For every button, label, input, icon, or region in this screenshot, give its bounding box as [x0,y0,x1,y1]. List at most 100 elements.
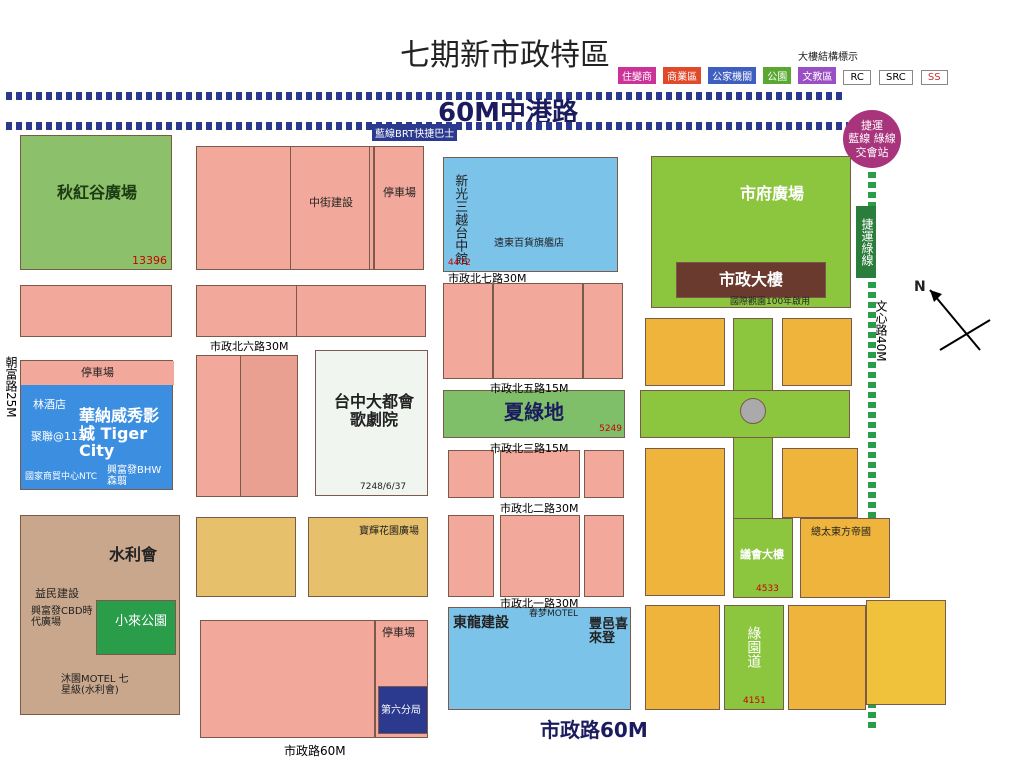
label-dadu: 台中大都會歌劇院 [333,392,414,429]
road-north6: 市政北六路30M [210,340,289,353]
label-guoji: 國際觀園100年啟用 [730,297,811,307]
compass-label: N [914,279,926,295]
block-pink-2c [296,285,426,337]
label-muyu: 沐園MOTEL 七星級(水利會) [61,674,129,696]
block-gold-r2 [782,318,852,386]
block-shizheng-dalou: 市政大樓 [676,262,826,298]
block-gold-b2 [788,605,866,710]
metro-green-line [868,172,876,732]
label-yiquan: 議會大樓 [740,548,784,561]
block-pink-b: 中街建設 [290,146,370,270]
brt-line [6,92,846,100]
label-donglong: 東龍建設 [453,615,509,631]
label-bhw: 興富發BHW森翦 [107,465,162,487]
center-fountain [740,398,766,424]
label-tiger-parking: 停車場 [21,361,174,385]
legend-structure: SS [920,70,948,85]
label-shifu: 市府廣場 [740,184,805,203]
compass: N [914,279,1000,360]
legend-item: 公園 [763,67,792,84]
block-pink-l3 [584,450,624,498]
legend-structure: SRC [879,70,913,85]
label-xiaolai: 小來公園 [115,614,168,629]
block-gold-r4 [782,448,858,518]
block-liuqi: 第六分局 [378,686,428,734]
label-shuili: 水利會 [109,545,158,564]
road-north1: 市政北一路30M [500,597,579,610]
label-yishengxin: 益民建設 [35,587,79,600]
block-yiquan: 議會大樓 4533 [733,518,793,598]
label-jubei: 聚聯@113 [31,430,85,443]
block-donglong: 東龍建設 豐邑喜來登 春梦MOTEL [448,607,631,710]
block-gold-r1 [645,318,725,386]
map-title: 七期新市政特區 [400,38,610,73]
block-pink-c1 [443,283,493,379]
compass-icon [929,289,991,351]
label-chunxi: 春梦MOTEL [529,609,579,619]
num-dadu: 7248/6/37 [360,482,407,493]
road-wenxin: 文心路40M [874,300,888,362]
legend-item: 文教區 [798,67,837,84]
metro-station: 捷運 藍線 綠線 交會站 [843,110,901,168]
legend-header: 大樓結構標示 [798,52,858,63]
block-dadu: 台中大都會歌劇院 7248/6/37 [315,350,428,496]
label-yuandong: 遠東百貨旗艦店 [494,238,564,249]
label-ntc: 國家商貿中心NTC [25,472,97,482]
block-gold-r3 [645,448,725,596]
label-xialudi: 夏綠地 [504,400,564,424]
block-xiaolai: 小來公園 [96,600,176,655]
label-parking: 停車場 [383,186,416,199]
block-pink-mid2 [240,355,298,497]
block-xialudi: 夏綠地 5249 [443,390,625,438]
metro-green-label: 捷運綠線 [856,206,876,278]
block-tan-2: 寶輝花園廣場 [308,517,428,597]
block-pink-l4 [448,515,494,597]
block-pink-bottom [200,620,375,738]
num-xinguang: 4472 [448,258,471,269]
legend: 大樓結構標示 住變商 商業區 公家機關 公園 文教區 RC SRC SS [618,48,951,85]
road-south: 市政路60M [540,718,648,742]
block-pink-left-2 [20,285,172,337]
block-parking-1: 停車場 [374,146,424,270]
label-fengyi: 豐邑喜來登 [589,617,629,647]
block-pink-l6 [584,515,624,597]
label-cbd: 興富發CBD時代廣場 [31,606,93,628]
label-lvyuan: 綠園道 [745,626,762,668]
label-liuqi: 第六分局 [381,705,421,716]
legend-item: 商業區 [663,67,702,84]
label-qiuhonggu: 秋紅谷廣場 [57,183,138,202]
num-qiuhonggu: 13396 [132,253,167,267]
road-north7: 市政北七路30M [448,272,527,285]
road-north3: 市政北三路15M [490,442,569,455]
label-xinguang: 新光三越台中館 [452,174,468,265]
block-pink-l5 [500,515,580,597]
brt-label: 藍線BRT快捷巴士 [372,124,458,141]
block-pink-l2 [500,450,580,498]
block-pink-l1 [448,450,494,498]
block-dongfang: 總太東方帝國 [800,518,890,598]
block-pink-c2 [493,283,583,379]
legend-item: 公家機關 [708,67,757,84]
block-lvyuan: 綠園道 4151 [724,605,784,710]
block-tan-1 [196,517,296,597]
label-zhongjie: 中街建設 [309,196,353,209]
road-chaofu: 朝富路25M [4,356,18,418]
block-gold-b1 [645,605,720,710]
legend-item: 住變商 [618,67,656,84]
label-tigercity: 華納威秀影城 Tiger City [79,406,160,461]
block-gold-b3 [866,600,946,705]
num-lvyuan: 4151 [743,696,766,707]
block-tigercity: 停車場 華納威秀影城 Tiger City 林酒店 聚聯@113 國家商貿中心N… [20,360,174,490]
road-shizheng-bottom: 市政路60M [284,744,346,758]
label-baoyuan: 寶輝花園廣場 [359,526,419,537]
label-dongfang: 總太東方帝國 [811,527,871,538]
road-north2: 市政北二路30M [500,502,579,515]
block-qiuhonggu: 秋紅谷廣場 13396 [20,135,172,270]
label-parking-bottom: 停車場 [382,626,415,639]
block-pink-c3 [583,283,623,379]
block-xinguang: 新光三越台中館 遠東百貨旗艦店 4472 [443,157,618,272]
num-yiquan: 4533 [756,584,779,595]
legend-structure: RC [843,70,871,85]
label-shizheng-dalou: 市政大樓 [719,270,784,289]
label-lin: 林酒店 [33,398,66,411]
